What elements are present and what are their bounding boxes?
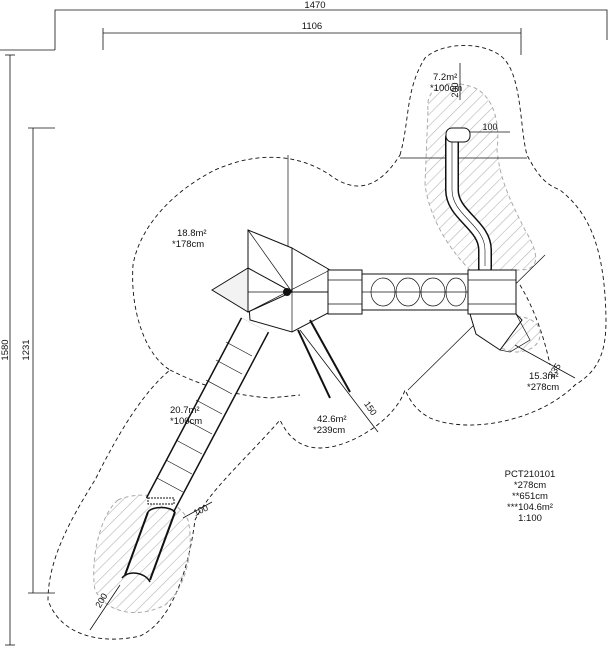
tube-area-label: 20.7m² [170, 405, 200, 416]
right-height-label: *278cm [527, 382, 559, 393]
right-area-label: 15.3m² [529, 371, 559, 382]
hex-tower-roof [211, 229, 331, 333]
safety-zone-outline [47, 45, 607, 640]
overall-height-label: 1580 [0, 339, 11, 360]
bottom-slide-runout-zone [93, 494, 191, 614]
top-slide-area-label: 7.2m² [433, 72, 457, 83]
dimension-overall-height: 1580 [0, 54, 15, 646]
tube-height-label: *100cm [170, 416, 202, 427]
dimension-100-top: 100 [465, 122, 510, 133]
center-height-label: *239cm [313, 425, 345, 436]
dimension-inner-width: 1106 [102, 21, 522, 55]
perimeter: **651cm [512, 491, 548, 502]
rope-bridge [361, 273, 469, 311]
total-area: ***104.6m² [507, 502, 553, 513]
overall-width-label: 1470 [304, 0, 325, 11]
tube-slide [121, 317, 270, 583]
dimension-200-top: 200 [450, 63, 461, 100]
deck-platform-1 [327, 269, 363, 315]
top-slide-height-label: *100cm [430, 83, 462, 94]
main-area-label: 18.8m² [177, 228, 207, 239]
max-height: *278cm [514, 480, 546, 491]
center-area-label: 42.6m² [317, 414, 347, 425]
dimension-100-slide: 100 [182, 501, 213, 519]
inner-width-label: 1106 [302, 21, 322, 32]
inner-zone-line-1 [169, 369, 301, 399]
dimension-overall-width: 1470 [0, 0, 608, 51]
deck-platform-2 [467, 269, 517, 315]
climbing-poles [297, 319, 351, 399]
product-code: PCT210101 [505, 469, 556, 480]
scale: 1:100 [518, 513, 542, 524]
svg-text:100: 100 [482, 122, 497, 132]
inner-height-label: 1231 [21, 339, 32, 360]
top-curved-slide [445, 127, 492, 275]
inner-zone-line-2 [519, 284, 551, 366]
svg-text:200: 200 [450, 82, 460, 97]
step-platform [469, 313, 531, 353]
main-height-label: *178cm [172, 239, 204, 250]
info-block: PCT210101 *278cm **651cm ***104.6m² 1:10… [505, 469, 556, 524]
dimension-inner-height: 1231 [21, 127, 55, 594]
